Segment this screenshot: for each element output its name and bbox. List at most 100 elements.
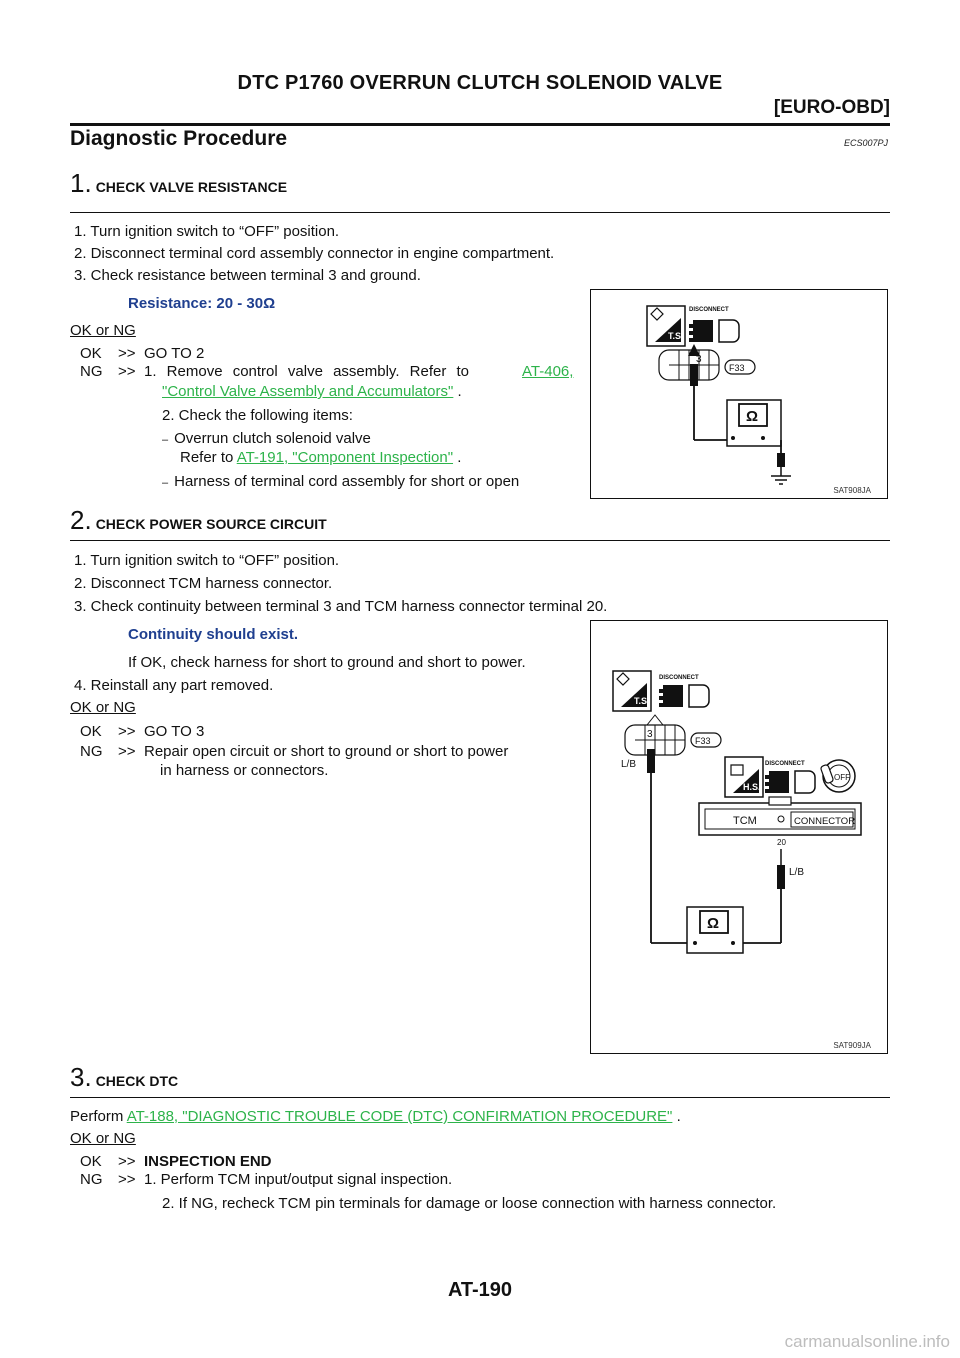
step-3-ng-row: NG>>1. Perform TCM input/output signal i… [80, 1171, 452, 1188]
step-3-okng: OK or NG [70, 1130, 136, 1147]
step-3-header: 3.CHECK DTC [70, 1062, 178, 1093]
page-heading: Diagnostic Procedure [70, 127, 288, 150]
period: . [457, 383, 462, 400]
watermark: carmanualsonline.info [784, 1332, 950, 1351]
step-3-perform: Perform AT-188, "DIAGNOSTIC TROUBLE CODE… [70, 1108, 681, 1125]
refer-to: Refer to [180, 449, 234, 466]
off-label: OFF [834, 773, 850, 782]
dash: – [162, 477, 169, 489]
link-control-valve-assembly[interactable]: "Control Valve Assembly and Accumulators… [162, 383, 454, 400]
step-1-sub-1-ref: Refer to AT-191, "Component Inspection" … [180, 449, 461, 466]
step-title: CHECK POWER SOURCE CIRCUIT [95, 516, 327, 532]
period: . [676, 1108, 681, 1125]
step-2-ok-row: OK>>GO TO 3 [80, 723, 204, 740]
step-number: 2. [70, 505, 92, 535]
tcm-label: TCM [733, 815, 757, 827]
section-tag: [EURO-OBD] [773, 97, 890, 118]
connector-label: F33 [695, 736, 711, 746]
terminal-number: 3 [647, 729, 653, 740]
step-1-item-3: 3. Check resistance between terminal 3 a… [74, 267, 421, 284]
continuity-check-diagram: T.S. DISCONNECT 3 F33 L/B [612, 670, 862, 954]
step-number: 1. [70, 168, 92, 198]
step-3-ng-item-2: 2. If NG, recheck TCM pin terminals for … [162, 1195, 777, 1212]
ignition-key-icon: OFF [820, 759, 856, 793]
connector-f33-icon: 3 F33 [624, 724, 722, 756]
figure-sat908ja: T.S. DISCONNECT 3 F33 Ω [590, 289, 888, 499]
step-2-item-1: 1. Turn ignition switch to “OFF” positio… [74, 552, 340, 569]
ok-label: OK [80, 1153, 102, 1170]
ok-label: OK [80, 345, 102, 362]
page-number: AT-190 [447, 1279, 513, 1301]
hs-label: H.S. [743, 782, 761, 792]
ng-action: 1. Perform TCM input/output signal inspe… [144, 1171, 453, 1188]
arrow: >> [118, 363, 136, 380]
arrow: >> [118, 1153, 136, 1170]
step-2-rule [70, 540, 890, 541]
connector-disconnect-icon [689, 319, 740, 343]
step-2-note: If OK, check harness for short to ground… [128, 654, 526, 671]
step-1-sub-2: –Harness of terminal cord assembly for s… [162, 473, 519, 490]
step-1-ng-row: NG >> 1. Remove control valve assembly. Re… [80, 363, 580, 380]
dash: – [162, 434, 169, 446]
ts-badge-icon: T.S. [612, 670, 652, 712]
header-rule [70, 123, 890, 126]
tcm-connector-label: CONNECTOR [794, 816, 855, 827]
ok-action: INSPECTION END [144, 1153, 272, 1170]
ng-label: NG [80, 743, 103, 760]
ts-badge-icon: T.S. [646, 305, 686, 347]
step-2-item-3: 3. Check continuity between terminal 3 a… [74, 598, 608, 615]
disconnect-label: DISCONNECT [689, 307, 729, 313]
step-1-item-2: 2. Disconnect terminal cord assembly con… [74, 245, 555, 262]
link-at-191[interactable]: AT-191, "Component Inspection" [236, 449, 454, 466]
doc-code: ECS007PJ [843, 138, 888, 148]
disconnect-label: DISCONNECT [765, 761, 805, 767]
step-2-item-2: 2. Disconnect TCM harness connector. [74, 575, 333, 592]
figure-code: SAT909JA [833, 1041, 871, 1050]
step-title: CHECK VALVE RESISTANCE [95, 179, 288, 195]
ohm-symbol: Ω [707, 915, 719, 932]
step-1-ok-row: OK >> GO TO 2 [80, 345, 204, 362]
arrow: >> [118, 1171, 136, 1188]
ng-action: Repair open circuit or short to ground o… [144, 743, 509, 760]
step-2-okng: OK or NG [70, 699, 136, 716]
link-at-406[interactable]: AT-406, [522, 363, 574, 380]
step-1-sub-1: –Overrun clutch solenoid valve [162, 430, 371, 447]
step-title: CHECK DTC [95, 1073, 179, 1089]
step-2-ng-row: NG >> Repair open circuit or short to grou… [80, 743, 508, 760]
resistance-check-diagram: T.S. DISCONNECT 3 F33 Ω [646, 305, 791, 485]
sub-item-text: Harness of terminal cord assembly for sh… [174, 473, 520, 490]
hs-badge-icon: H.S. [724, 756, 764, 798]
period: . [457, 449, 462, 466]
step-2-item-4: 4. Reinstall any part removed. [74, 677, 274, 694]
step-number: 3. [70, 1062, 92, 1092]
step-1-header: 1.CHECK VALVE RESISTANCE [70, 168, 287, 199]
step-1-spec: Resistance: 20 - 30Ω [128, 295, 276, 312]
connector-label: F33 [729, 363, 745, 373]
ng-label: NG [80, 363, 103, 380]
figure-code: SAT908JA [833, 486, 871, 495]
step-2-ng-line-2: in harness or connectors. [160, 762, 329, 779]
figure-sat909ja: T.S. DISCONNECT 3 F33 L/B [590, 620, 888, 1054]
ng-action: 1. Remove control valve assembly. Refer … [144, 363, 470, 380]
arrow: >> [118, 743, 136, 760]
arrow: >> [118, 723, 136, 740]
link-at-188[interactable]: AT-188, "DIAGNOSTIC TROUBLE CODE (DTC) C… [126, 1108, 673, 1125]
ok-action: GO TO 3 [144, 723, 205, 740]
ohmmeter-icon: Ω [686, 906, 744, 954]
ohm-symbol: Ω [746, 408, 758, 425]
ok-action: GO TO 2 [144, 345, 205, 362]
step-2-spec: Continuity should exist. [128, 626, 299, 643]
arrow: >> [118, 345, 136, 362]
step-1-ng-item-2: 2. Check the following items: [162, 407, 353, 424]
terminal-number: 3 [696, 354, 702, 365]
step-1-okng: OK or NG [70, 322, 136, 339]
connector-disconnect-icon [659, 684, 710, 708]
step-3-ok-row: OK >> INSPECTION END [80, 1153, 272, 1170]
step-1-item-1: 1. Turn ignition switch to “OFF” positio… [74, 223, 340, 240]
step-2-header: 2.CHECK POWER SOURCE CIRCUIT [70, 505, 327, 536]
tcm-connector-icon: TCM CONNECTOR [698, 796, 862, 836]
disconnect-label: DISCONNECT [659, 675, 699, 681]
ts-label: T.S. [668, 331, 684, 341]
wire-color-label: L/B [789, 867, 804, 878]
wire-color-label: L/B [621, 759, 636, 770]
